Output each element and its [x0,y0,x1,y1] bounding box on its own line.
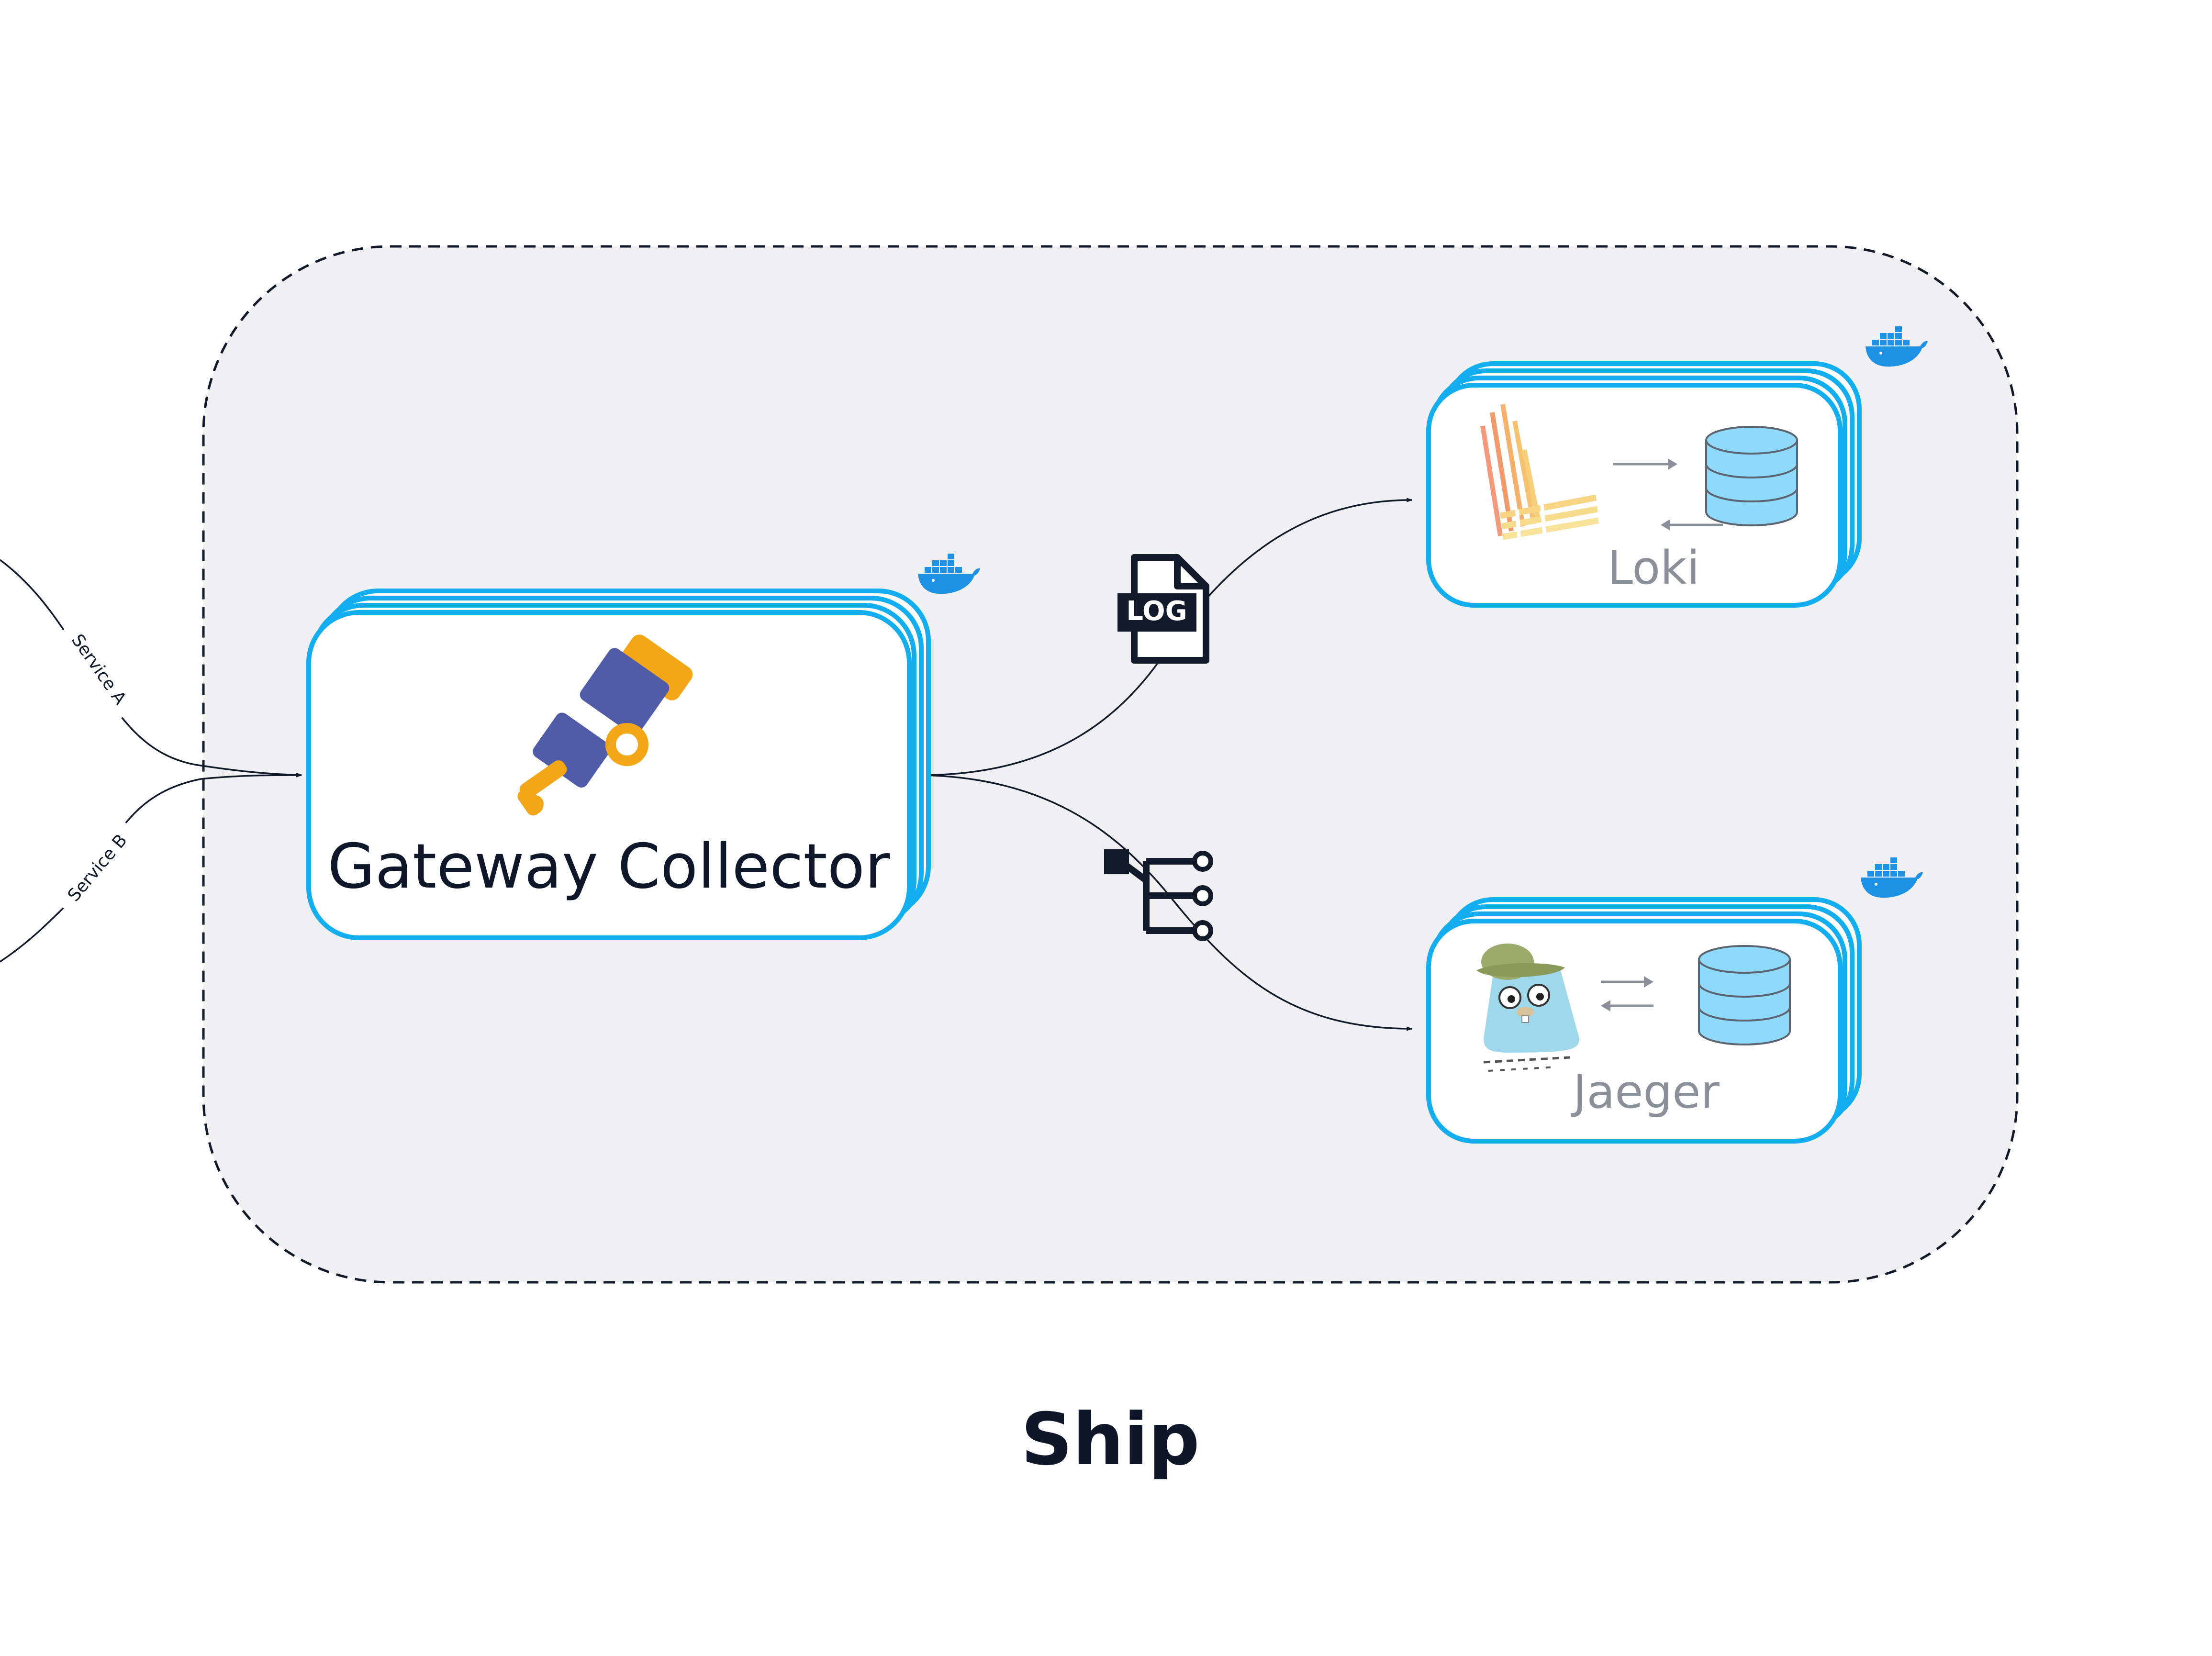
jaeger-node[interactable]: Jaeger [1426,897,1862,1144]
log-file-icon: LOG [1117,554,1209,664]
gateway-collector-label: Gateway Collector [327,831,890,902]
telescope-icon [517,634,693,816]
edge-gateway-to-jaeger [921,774,1413,1031]
edge-label-service-b: Service B [64,831,131,905]
loki-database-icon [1705,426,1798,526]
loki-node[interactable]: Loki [1426,361,1862,608]
gateway-collector-node[interactable]: Gateway Collector [306,589,931,940]
loki-flow-arrows [1613,458,1723,531]
trace-tree-icon [1104,849,1213,941]
jaeger-flow-arrows [1601,976,1653,1011]
loki-logo-icon [1480,404,1599,544]
group-label-ship: Ship [1021,1398,1200,1481]
jaeger-label: Jaeger [1571,1065,1720,1119]
jaeger-gopher-icon [1476,944,1579,1072]
edge-label-service-a: Service A [67,631,130,708]
log-file-label: LOG [1126,596,1187,627]
loki-label: Loki [1608,541,1700,595]
jaeger-database-icon [1698,945,1791,1045]
